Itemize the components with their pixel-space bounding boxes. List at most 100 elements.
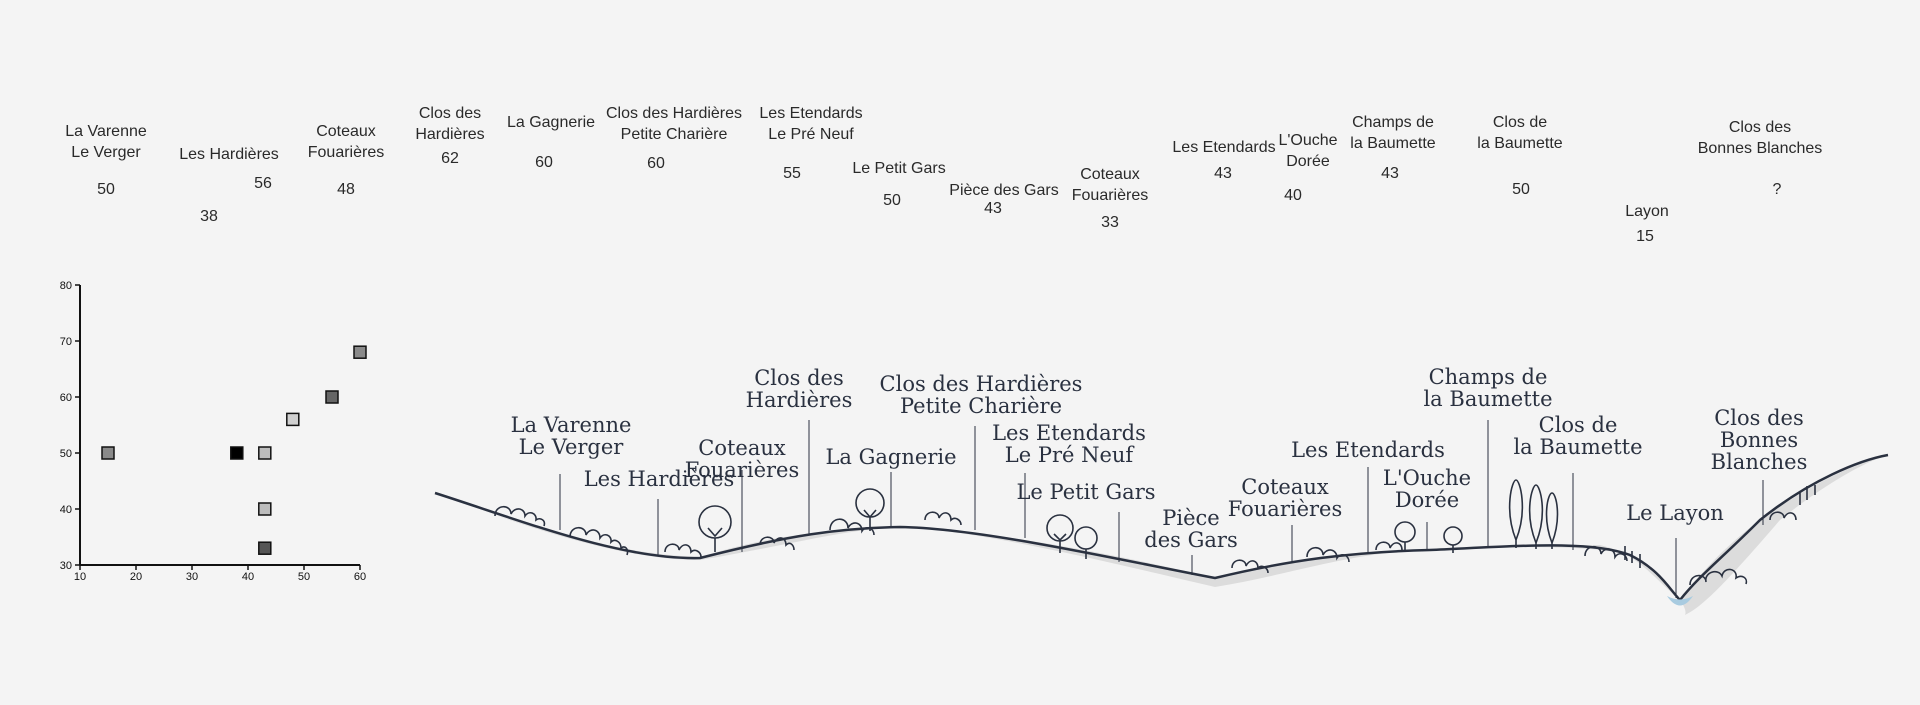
x-tick-label: 60 xyxy=(354,571,366,583)
profile-label-line: Les Etendards xyxy=(992,421,1146,445)
vineyard-label: Les Etendards Le Pré Neuf xyxy=(759,103,862,145)
x-tick-label: 40 xyxy=(242,571,254,583)
y-tick-label: 60 xyxy=(60,392,72,404)
y-tick-label: 70 xyxy=(60,336,72,348)
vineyard-name: Coteaux Fouarières xyxy=(307,123,385,161)
bush-icon xyxy=(1584,545,1628,562)
vineyard-label: Les Hardières xyxy=(179,144,279,165)
profile-label-line: La Varenne xyxy=(511,413,632,437)
vineyard-label: Champs de la Baumette xyxy=(1350,112,1435,154)
scatter-point xyxy=(325,390,339,404)
scatter-point xyxy=(353,345,367,359)
profile-label-line: Le Petit Gars xyxy=(1016,480,1155,504)
y-tick-label: 50 xyxy=(60,448,72,460)
vineyard-label: Les Etendards xyxy=(1172,137,1275,158)
bush-icon xyxy=(829,518,875,536)
profile-label-line: Clos de xyxy=(1539,413,1618,437)
profile-label-line: Coteaux xyxy=(1241,475,1329,499)
scatter-axes xyxy=(79,285,360,566)
bush-icon xyxy=(1689,568,1748,586)
vineyard-label: Pièce des Gars xyxy=(949,180,1058,201)
poplar-icon xyxy=(1508,479,1524,548)
ground-line xyxy=(434,453,1889,602)
profile-label-line: La Gagnerie xyxy=(825,445,956,469)
profile-label: Le Layon xyxy=(1626,501,1724,525)
vineyard-name: Clos des Bonnes Blanches xyxy=(1697,119,1823,157)
profile-label-line: Fouarières xyxy=(1228,497,1343,521)
vineyard-value: 15 xyxy=(1636,228,1654,245)
layon-water-icon xyxy=(1667,596,1693,606)
scatter-point xyxy=(101,446,115,460)
vineyard-label: Le Petit Gars xyxy=(852,158,945,179)
vineyard-name: Les Etendards Le Pré Neuf xyxy=(759,105,863,143)
tree-icon xyxy=(1046,514,1074,542)
vineyard-label: La Varenne Le Verger xyxy=(65,121,147,163)
profile-label-line: Blanches xyxy=(1711,450,1808,474)
profile-label-line: Pièce xyxy=(1162,506,1219,530)
profile-label: Les Hardières xyxy=(584,467,735,491)
bush-icon xyxy=(494,505,546,527)
vineyard-value: 48 xyxy=(337,181,355,198)
profile-label-line: Les Etendards xyxy=(1291,438,1445,462)
bush-icon xyxy=(664,543,702,558)
profile-label-line: Le Pré Neuf xyxy=(1005,443,1136,467)
bush-icon xyxy=(1769,511,1797,521)
profile-label-line: Clos des Hardières xyxy=(880,372,1083,396)
vineyard-value: 50 xyxy=(883,192,901,209)
vineyard-name: La Varenne Le Verger xyxy=(65,123,147,161)
profile-label-line: Les Hardières xyxy=(584,467,735,491)
y-tick-label: 30 xyxy=(60,560,72,572)
vineyard-value: 56 xyxy=(254,175,272,192)
bush-icon xyxy=(569,526,629,556)
vineyard-name: Pièce des Gars xyxy=(949,182,1059,199)
vineyard-value: 43 xyxy=(984,200,1002,217)
scatter-point xyxy=(230,446,244,460)
vineyard-values-list: La Varenne Le Verger 50 Les Hardières 56… xyxy=(0,0,1920,260)
vineyard-value: 33 xyxy=(1101,214,1119,231)
vineyard-value: ? xyxy=(1772,181,1782,198)
profile-label-line: Dorée xyxy=(1395,488,1459,512)
poplar-icon xyxy=(1545,492,1559,549)
tree-trunk xyxy=(707,527,723,552)
vineyard-value: 60 xyxy=(535,154,553,171)
y-tick-label: 40 xyxy=(60,504,72,516)
profile-label: Les Etendards xyxy=(1291,438,1445,462)
bush-icon xyxy=(1231,559,1269,574)
vineyard-name: Les Etendards xyxy=(1172,139,1276,156)
vineyard-name: Les Hardières xyxy=(179,146,279,163)
vineyard-value: 38 xyxy=(200,208,218,225)
profile-label-line: Clos des xyxy=(1714,406,1804,430)
x-tick-label: 10 xyxy=(74,571,86,583)
profile-label-line: Clos des xyxy=(754,366,844,390)
label-leaders xyxy=(559,420,1764,598)
profile-label-line: la Baumette xyxy=(1423,387,1552,411)
vineyard-label: Clos des Hardières Petite Charière xyxy=(606,103,742,145)
vineyard-value: 62 xyxy=(441,150,459,167)
bush-icon xyxy=(1375,541,1403,551)
vineyard-value: 50 xyxy=(1512,181,1530,198)
vineyard-label: Coteaux Fouarières xyxy=(308,121,384,163)
tree-icon xyxy=(1074,526,1098,550)
y-tick-label: 80 xyxy=(60,280,72,292)
x-tick-label: 50 xyxy=(298,571,310,583)
vineyard-label: L'Ouche Dorée xyxy=(1278,130,1337,172)
profile-label-line: L'Ouche xyxy=(1383,466,1471,490)
scatter-point xyxy=(258,502,272,516)
scatter-points xyxy=(101,345,367,555)
tree-icon xyxy=(698,505,732,539)
vineyard-value: 43 xyxy=(1214,165,1232,182)
vineyard-value: 50 xyxy=(97,181,115,198)
poplar-icon xyxy=(1528,484,1544,549)
vineyard-value: 60 xyxy=(647,155,665,172)
profile-label-line: Bonnes xyxy=(1720,428,1798,452)
scatter-point xyxy=(258,541,272,555)
profile-label-line: des Gars xyxy=(1144,528,1237,552)
tree-icon xyxy=(855,488,885,518)
vineyard-name: Coteaux Fouarières xyxy=(1071,166,1149,204)
